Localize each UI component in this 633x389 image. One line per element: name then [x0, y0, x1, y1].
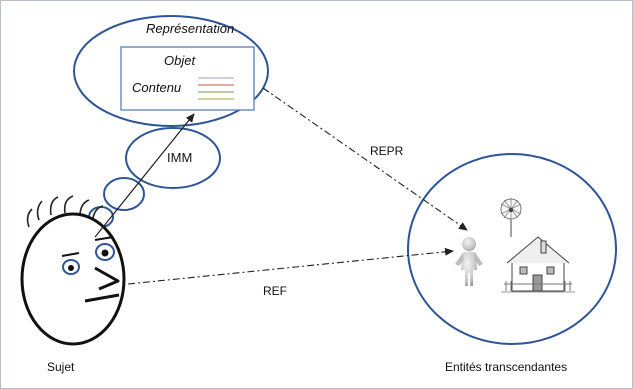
ref-arrow: [127, 247, 454, 285]
subject-label: Sujet: [47, 360, 75, 374]
object-label: Objet: [164, 53, 196, 68]
brows: [61, 236, 114, 257]
imm-arrow: [94, 113, 195, 238]
person-3d-icon: [455, 237, 483, 286]
ref-label: REF: [263, 284, 287, 298]
thought-dot-medium: [103, 177, 145, 211]
representation-title: Représentation: [146, 21, 235, 36]
subject-face: [20, 195, 126, 346]
entities-label: Entités transcendantes: [445, 360, 568, 374]
nose: [94, 266, 120, 291]
entities-bubble: [407, 153, 617, 345]
repr-label: REPR: [370, 144, 404, 158]
imm-label: IMM: [167, 150, 193, 165]
imm-bubble: [125, 127, 221, 189]
left-eye: [62, 259, 80, 275]
house-icon: [501, 236, 575, 293]
mouth: [84, 293, 120, 303]
dandelion-icon: [500, 198, 522, 237]
repr-arrow: [262, 87, 468, 231]
hair: [26, 195, 104, 228]
right-eye: [95, 243, 115, 261]
content-lines: [198, 77, 234, 100]
content-label: Contenu: [132, 80, 182, 95]
